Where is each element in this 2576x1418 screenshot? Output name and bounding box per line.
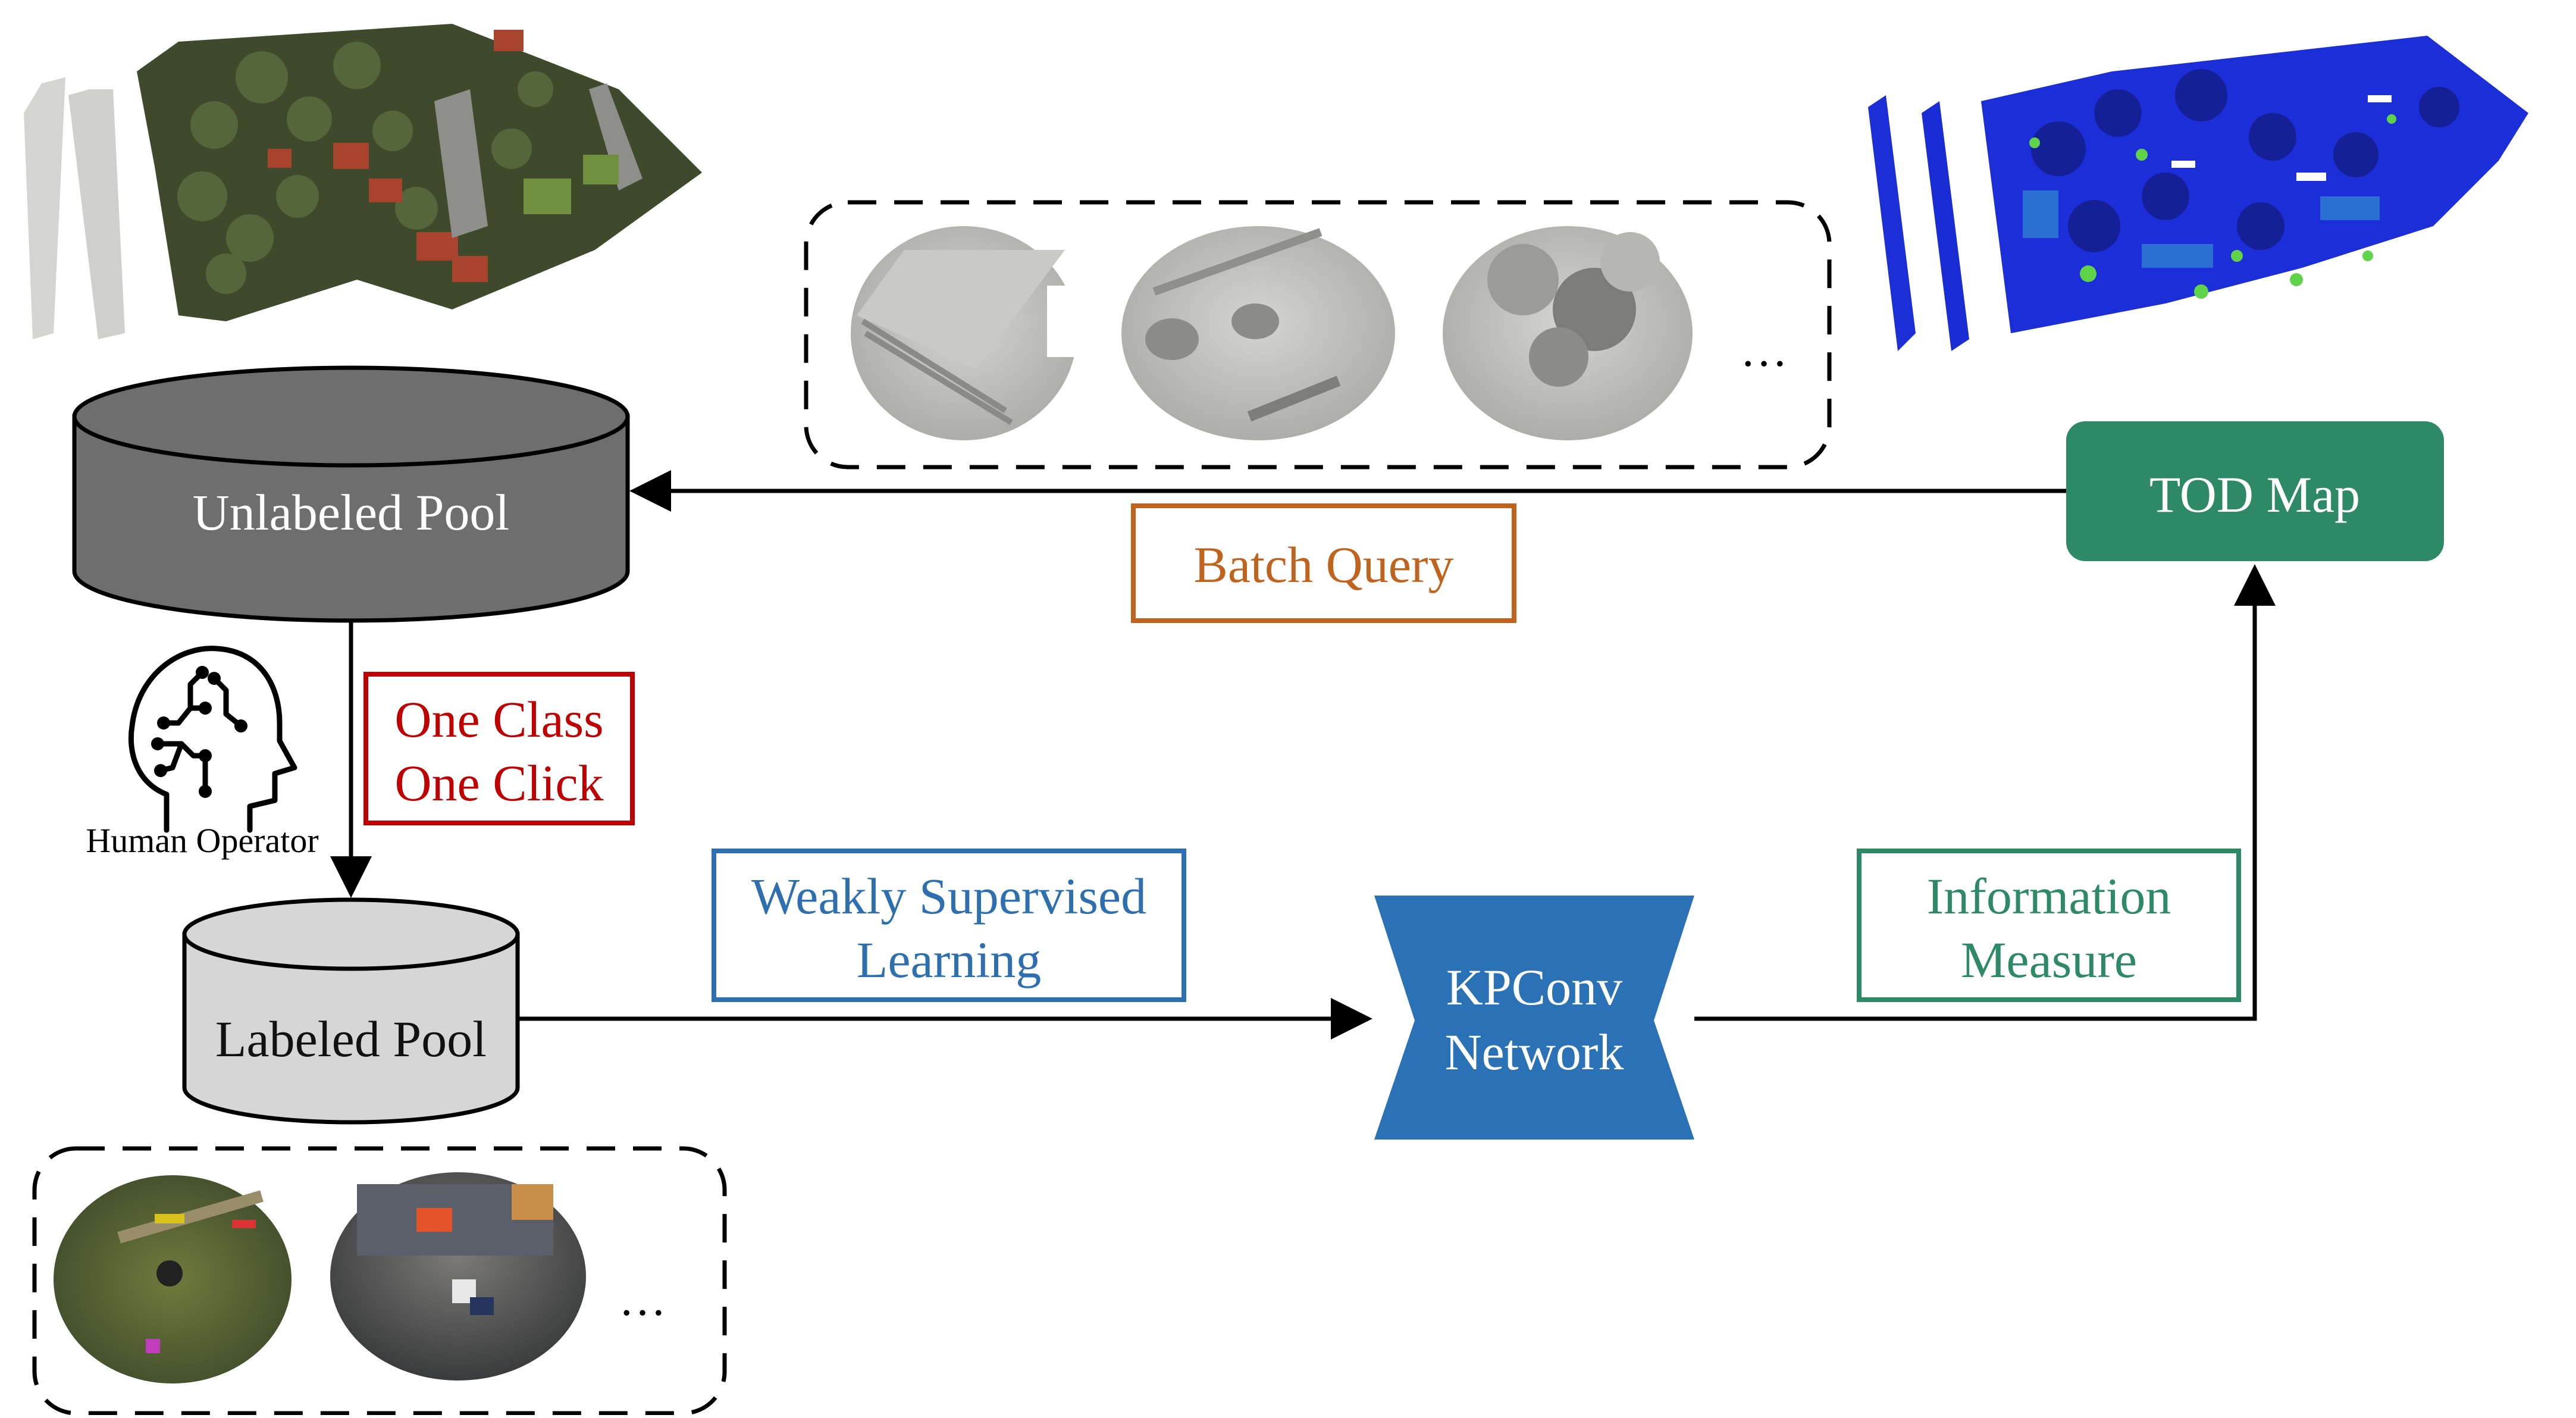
kpconv-network-node: KPConv Network — [1374, 896, 1694, 1140]
labeled-pool-label: Labeled Pool — [215, 1010, 487, 1068]
labeled-samples-ellipsis: … — [619, 1273, 666, 1326]
svg-text:One Click: One Click — [394, 755, 603, 812]
one-class-one-click-label: One Class One Click — [363, 672, 635, 825]
information-measure-label: Information Measure — [1857, 849, 2241, 1002]
svg-text:Measure: Measure — [1961, 931, 2137, 988]
svg-text:Information: Information — [1927, 868, 2171, 925]
labeled-sample-2 — [330, 1172, 586, 1381]
svg-text:Network: Network — [1445, 1023, 1624, 1081]
query-samples-box: … — [804, 200, 1832, 469]
tod-map-node: TOD Map — [2066, 421, 2444, 561]
labeled-samples-box: … — [32, 1146, 727, 1416]
human-operator-head-icon — [128, 646, 297, 833]
labeled-pool: Labeled Pool — [182, 897, 520, 1125]
svg-text:TOD Map: TOD Map — [2149, 466, 2360, 523]
query-sample-3 — [1443, 226, 1693, 440]
unlabeled-pool: Unlabeled Pool — [72, 365, 630, 623]
human-operator-label: Human Operator — [86, 821, 318, 860]
arrow-kpconv-to-tod — [1694, 564, 2276, 1021]
input-point-cloud-image — [24, 24, 702, 339]
svg-text:Batch Query: Batch Query — [1193, 536, 1453, 593]
unlabeled-pool-label: Unlabeled Pool — [193, 484, 510, 541]
tod-map-image — [1868, 36, 2528, 351]
svg-text:Learning: Learning — [857, 931, 1041, 988]
svg-text:KPConv: KPConv — [1446, 959, 1622, 1016]
weakly-supervised-learning-label: Weakly Supervised Learning — [712, 849, 1186, 1002]
query-samples-ellipsis: … — [1740, 324, 1788, 377]
batch-query-label: Batch Query — [1131, 503, 1516, 623]
svg-text:Weakly Supervised: Weakly Supervised — [751, 868, 1146, 925]
flow-arrows — [330, 470, 2276, 1040]
svg-text:One Class: One Class — [394, 691, 603, 748]
labeled-sample-1 — [54, 1175, 292, 1383]
query-sample-1 — [851, 226, 1083, 440]
query-sample-2 — [1121, 226, 1395, 440]
